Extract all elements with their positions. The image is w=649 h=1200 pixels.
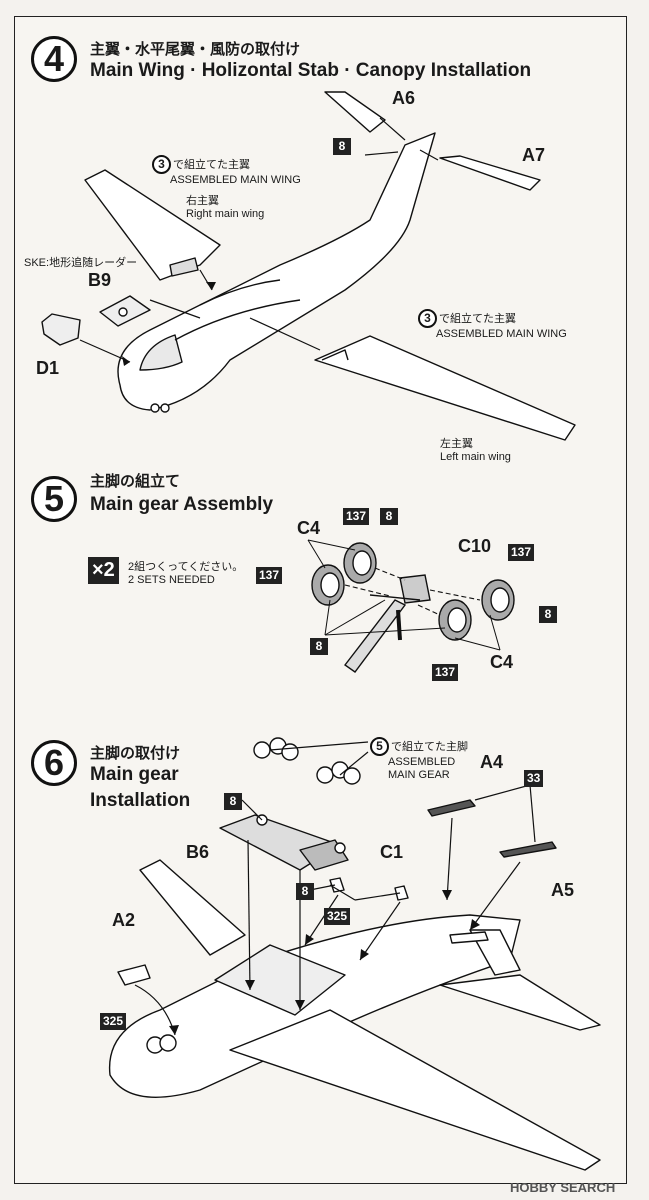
paint-tag-137-right: 137 <box>508 544 535 561</box>
paint-tag-137-left: 137 <box>256 567 283 584</box>
step-5-title-jp: 主脚の組立て <box>90 473 181 490</box>
ref-step-3-badge: 3 <box>418 309 437 328</box>
part-b9-label: B9 <box>88 270 112 290</box>
part-a6-label: A6 <box>392 88 416 108</box>
part-b6-label: B6 <box>186 842 210 862</box>
paint-tag-8-c1: 8 <box>296 883 314 900</box>
paint-tag-137-bottom: 137 <box>432 664 459 681</box>
right-wing-label: 右主翼 Right main wing <box>186 195 264 221</box>
paint-tag-33: 33 <box>524 770 544 787</box>
paint-tag-8-gear: 8 <box>224 793 242 810</box>
ske-radar-label: SKE:地形追随レーダー <box>24 257 138 269</box>
part-c4-label-bottom: C4 <box>490 652 514 672</box>
step-5-number: 5 <box>31 476 77 522</box>
right-wing-jp: 右主翼 <box>186 195 219 207</box>
right-wing-en: Right main wing <box>186 208 265 220</box>
assembled-gear-en-2: MAIN GEAR <box>388 769 450 781</box>
watermark: HOBBY SEARCH <box>510 1180 616 1195</box>
part-a5-label: A5 <box>551 880 575 900</box>
sets-needed-jp: 2組つくってください。 <box>128 561 244 573</box>
part-a4-label: A4 <box>480 752 504 772</box>
step-5-title-en: Main gear Assembly <box>90 494 274 515</box>
step-4-number: 4 <box>31 36 77 82</box>
paint-tag-8-bottom: 8 <box>310 638 328 655</box>
paint-tag-325-a2: 325 <box>100 1013 127 1030</box>
part-c1-label: C1 <box>380 842 404 862</box>
step-4-title-en: Main Wing · Holizontal Stab · Canopy Ins… <box>90 60 532 81</box>
left-wing-label: 左主翼 Left main wing <box>440 438 511 464</box>
step-6-title-jp: 主脚の取付け <box>90 745 181 762</box>
step-6-title-en-2: Installation <box>90 790 191 811</box>
ref-step-3-badge: 3 <box>152 155 171 174</box>
paint-tag-8: 8 <box>333 138 351 155</box>
left-wing-jp: 左主翼 <box>440 438 473 450</box>
step-6-number: 6 <box>31 740 77 786</box>
assembled-en: ASSEMBLED MAIN WING <box>170 174 301 186</box>
paint-tag-325-c1: 325 <box>324 908 351 925</box>
part-c4-label-top: C4 <box>297 518 321 538</box>
assembled-gear-en-1: ASSEMBLED <box>388 756 456 768</box>
part-d1-label: D1 <box>36 358 60 378</box>
part-c10-label: C10 <box>458 536 492 556</box>
assembled-jp: で組立てた主翼 <box>173 159 250 171</box>
paint-tag-8-top: 8 <box>380 508 398 525</box>
sets-needed-note: 2組つくってください。 2 SETS NEEDED <box>128 561 243 587</box>
paint-tag-8-right: 8 <box>539 606 557 623</box>
paint-tag-137-top: 137 <box>343 508 370 525</box>
assembled-jp: で組立てた主翼 <box>439 313 516 325</box>
assembled-en: ASSEMBLED MAIN WING <box>436 328 567 340</box>
ref-step-5-badge: 5 <box>370 737 389 756</box>
step-4-title-jp: 主翼・水平尾翼・風防の取付け <box>90 41 301 58</box>
part-a2-label: A2 <box>112 910 136 930</box>
quantity-x2-badge: ×2 <box>88 557 119 584</box>
left-wing-en: Left main wing <box>440 451 511 463</box>
assembled-gear-jp: で組立てた主脚 <box>391 741 468 753</box>
part-a7-label: A7 <box>522 145 546 165</box>
sets-needed-en: 2 SETS NEEDED <box>128 574 215 586</box>
step-6-title-en-1: Main gear <box>90 764 179 785</box>
